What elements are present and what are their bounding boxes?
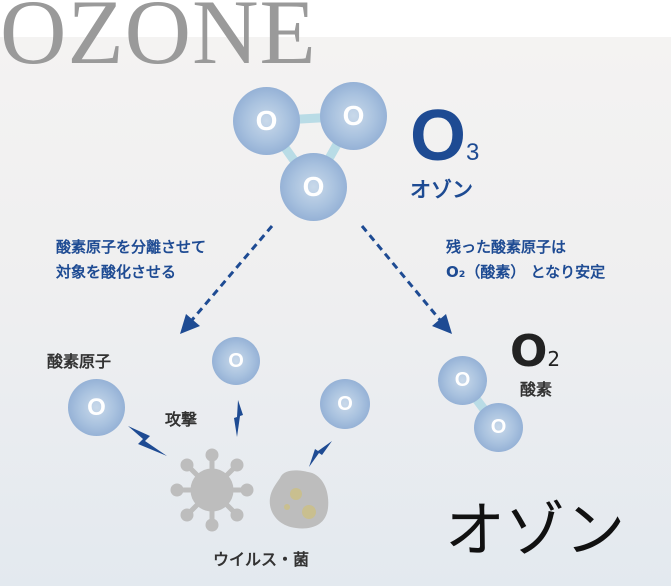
- oxygen-name: 酸素: [520, 380, 553, 399]
- arrow-left-head: [180, 314, 200, 334]
- oxygen-atom: O: [68, 379, 125, 436]
- bacteria-icon: [269, 470, 329, 529]
- lightning-icon: [234, 400, 243, 437]
- big-ozone-label: オゾン: [445, 496, 625, 566]
- right-caption-line2: O₂（酸素） となり安定: [446, 263, 606, 281]
- oxygen-formula: O2: [510, 330, 560, 374]
- ozone-name: オゾン: [410, 178, 473, 202]
- lightning-icon: [128, 426, 167, 456]
- arrow-right: [360, 225, 442, 321]
- arrow-left: [190, 225, 274, 321]
- oxygen-atom: O: [212, 337, 260, 385]
- right-caption-line1: 残った酸素原子は: [446, 238, 567, 256]
- target-label: ウイルス・菌: [213, 550, 310, 569]
- left-caption-line2: 対象を酸化させる: [56, 263, 177, 281]
- oxygen-atom: O: [320, 379, 370, 429]
- arrow-right-head: [432, 314, 452, 334]
- ozone-atom: O: [233, 87, 300, 155]
- oxygen-formula-main: O: [510, 326, 548, 377]
- oxygen-atom-label: 酸素原子: [47, 352, 112, 371]
- o2-atom: O: [438, 356, 487, 405]
- ozone-formula: O3: [410, 100, 479, 172]
- page-title: OZONE: [0, 0, 317, 83]
- oxygen-formula-sub: 2: [547, 347, 561, 371]
- lightning-icon: [309, 441, 332, 467]
- left-caption-line1: 酸素原子を分離させて: [56, 238, 207, 256]
- ozone-atom: O: [320, 82, 387, 150]
- ozone-atom: O: [280, 153, 347, 221]
- o2-atom: O: [474, 403, 523, 452]
- virus-icon: [170, 448, 254, 532]
- ozone-formula-main: O: [410, 96, 467, 176]
- attack-label: 攻撃: [165, 410, 198, 429]
- ozone-formula-sub: 3: [466, 139, 480, 166]
